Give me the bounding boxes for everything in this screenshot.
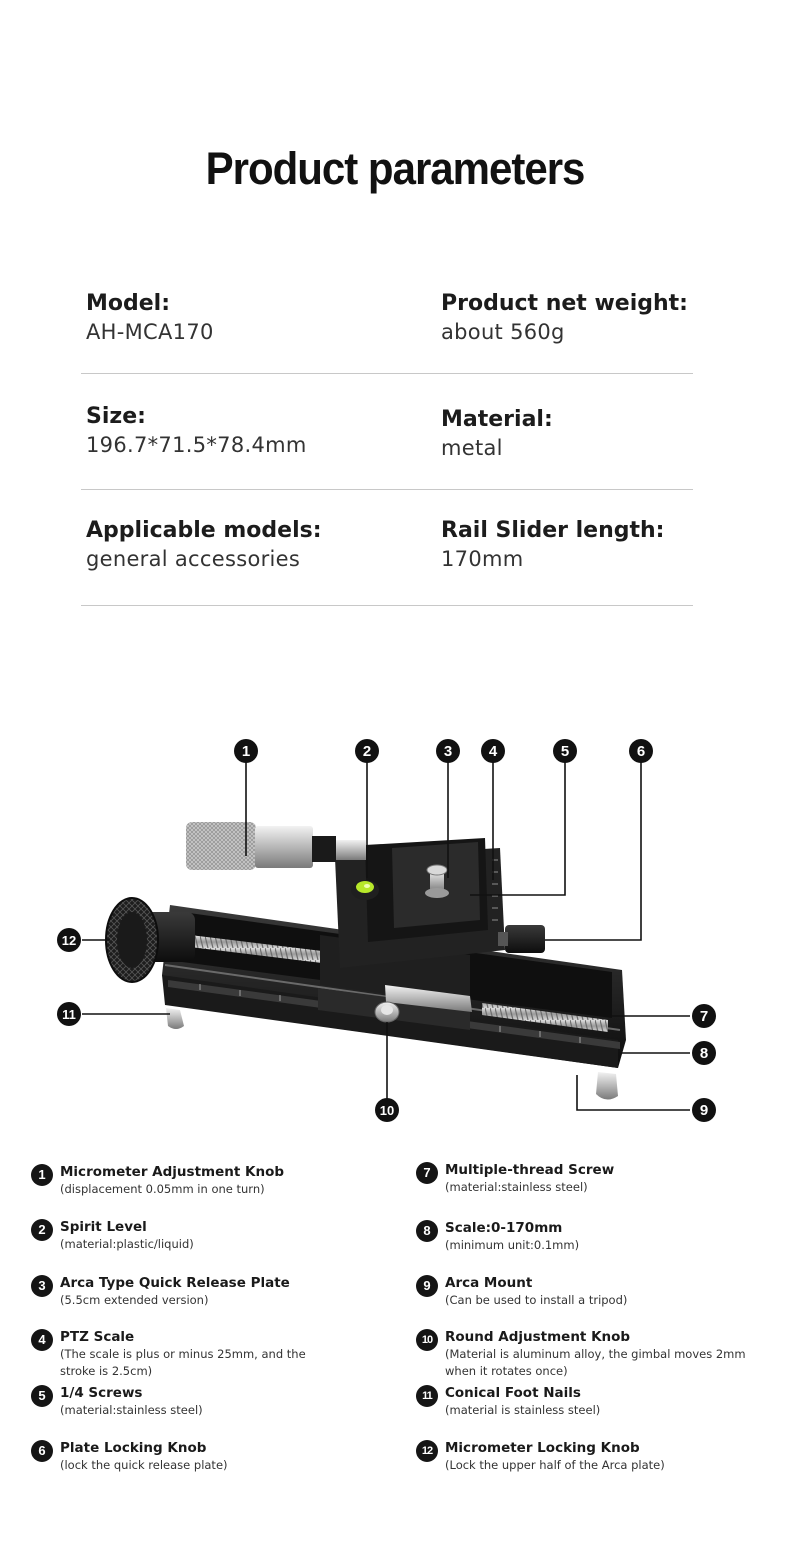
callout-4-badge [481,739,505,763]
legend-item-10: 10 Round Adjustment Knob (Material is al… [416,1329,790,1380]
param-label: Applicable models: [86,518,322,543]
legend-desc: (material:plastic/liquid) [60,1237,194,1251]
legend-badge: 12 [416,1440,438,1462]
legend-title: Spirit Level [60,1219,147,1235]
legend-desc: (Lock the upper half of the Arca plate) [445,1458,665,1472]
legend-desc: (Material is aluminum alloy, the gimbal … [445,1347,746,1361]
callout-6-label: 6 [637,743,645,760]
legend-title: Arca Mount [445,1275,533,1291]
divider [81,373,693,374]
legend-item-5: 5 1/4 Screws (material:stainless steel) [31,1385,391,1419]
param-rail-length: Rail Slider length: 170mm [441,518,664,571]
legend-badge: 9 [416,1275,438,1297]
legend-badge: 4 [31,1329,53,1351]
param-value: metal [441,436,503,460]
legend-item-1: 1 Micrometer Adjustment Knob (displaceme… [31,1164,391,1198]
legend-badge: 2 [31,1219,53,1241]
legend-badge: 1 [31,1164,53,1186]
callout-2-label: 2 [363,743,371,760]
callout-3-label: 3 [444,743,452,760]
legend-item-12: 12 Micrometer Locking Knob (Lock the upp… [416,1440,776,1474]
legend-title: Arca Type Quick Release Plate [60,1275,290,1291]
legend-item-2: 2 Spirit Level (material:plastic/liquid) [31,1219,391,1253]
param-label: Model: [86,291,171,316]
callout-2-badge [355,739,379,763]
callout-7-badge [692,1004,716,1028]
legend-badge: 8 [416,1220,438,1242]
divider [81,489,693,490]
param-label: Product net weight: [441,291,688,316]
legend-badge: 6 [31,1440,53,1462]
legend-item-8: 8 Scale:0-170mm (minimum unit:0.1mm) [416,1220,776,1254]
legend-item-4: 4 PTZ Scale (The scale is plus or minus … [31,1329,391,1380]
legend-item-7: 7 Multiple-thread Screw (material:stainl… [416,1162,776,1196]
legend-badge: 5 [31,1385,53,1407]
callout-1-label: 1 [242,743,250,760]
legend-desc: (material is stainless steel) [445,1403,601,1417]
legend-desc: (Can be used to install a tripod) [445,1293,628,1307]
legend-title: Multiple-thread Screw [445,1162,615,1178]
legend-item-6: 6 Plate Locking Knob (lock the quick rel… [31,1440,391,1474]
param-weight: Product net weight: about 560g [441,291,688,344]
callout-8-badge [692,1041,716,1065]
param-label: Material: [441,407,553,432]
callout-7-label: 7 [700,1008,708,1025]
legend-desc: (material:stainless steel) [60,1403,203,1417]
legend-badge: 11 [416,1385,438,1407]
param-value: about 560g [441,320,565,344]
legend-title: Scale:0-170mm [445,1220,563,1236]
legend-title: Micrometer Adjustment Knob [60,1164,285,1180]
legend-desc: (material:stainless steel) [445,1180,588,1194]
legend-title: Round Adjustment Knob [445,1329,631,1345]
param-label: Size: [86,404,146,429]
callout-3-badge [436,739,460,763]
param-value: 170mm [441,547,524,571]
callout-5-label: 5 [561,743,569,760]
param-value: general accessories [86,547,301,571]
callout-6-badge [629,739,653,763]
legend-desc: (minimum unit:0.1mm) [445,1238,580,1252]
legend-item-11: 11 Conical Foot Nails (material is stain… [416,1385,776,1419]
legend-title: Micrometer Locking Knob [445,1440,640,1456]
param-material: Material: metal [441,407,553,460]
callout-5-badge [553,739,577,763]
callout-12-label: 12 [62,933,76,948]
param-value: 196.7*71.5*78.4mm [86,433,307,457]
legend-title: Conical Foot Nails [445,1385,581,1401]
callout-11-label: 11 [62,1007,76,1022]
legend-badge: 10 [416,1329,438,1351]
callout-12-badge [57,928,81,952]
page-title: Product parameters [205,143,586,194]
legend-title: PTZ Scale [60,1329,135,1345]
legend-desc: (displacement 0.05mm in one turn) [60,1182,265,1196]
legend-item-9: 9 Arca Mount (Can be used to install a t… [416,1275,776,1309]
legend-badge: 7 [416,1162,438,1184]
param-model: Model: AH-MCA170 [86,291,214,344]
param-value: AH-MCA170 [86,320,214,344]
callout-10-badge [375,1098,399,1122]
divider [81,605,693,606]
legend-desc: (lock the quick release plate) [60,1458,228,1472]
legend-badge: 3 [31,1275,53,1297]
callout-10-label: 10 [380,1103,394,1118]
callout-8-label: 8 [700,1045,708,1062]
param-size: Size: 196.7*71.5*78.4mm [86,404,307,457]
param-applicable-models: Applicable models: general accessories [86,518,322,571]
legend-title: 1/4 Screws [60,1385,143,1401]
product-illustration: 1 2 3 4 5 6 7 8 9 10 11 12 [57,739,716,1122]
legend-item-3: 3 Arca Type Quick Release Plate (5.5cm e… [31,1275,391,1309]
legend-desc: when it rotates once) [445,1364,568,1378]
callout-9-label: 9 [700,1102,708,1119]
legend-desc: (The scale is plus or minus 25mm, and th… [60,1347,306,1361]
legend-desc: stroke is 2.5cm) [60,1364,153,1378]
callout-4-label: 4 [489,743,498,760]
param-label: Rail Slider length: [441,518,665,543]
callout-9-badge [692,1098,716,1122]
legend-title: Plate Locking Knob [60,1440,207,1456]
callout-1-badge [234,739,258,763]
legend-desc: (5.5cm extended version) [60,1293,209,1307]
callout-11-badge [57,1002,81,1026]
